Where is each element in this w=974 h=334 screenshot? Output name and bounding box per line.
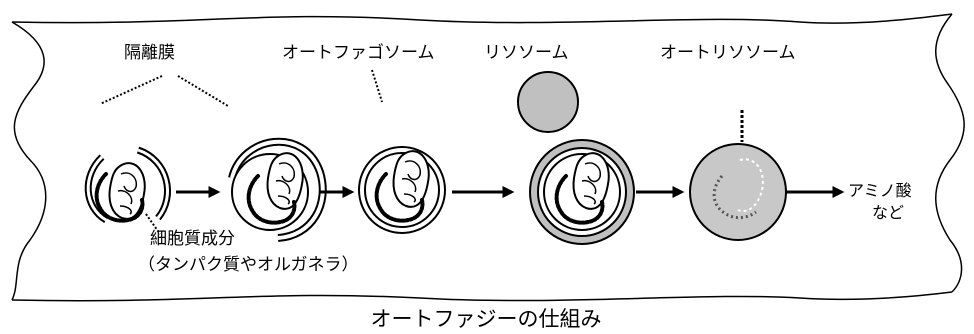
isolation-membrane-leader-2 (177, 75, 229, 107)
mitochondrion-3 (392, 150, 430, 208)
frame-top (11, 13, 953, 24)
stage3-autophagosome (358, 146, 446, 234)
frame-left (11, 21, 47, 301)
isolation-membrane-arc-2-inner (137, 148, 169, 219)
label-lysosome: リソソーム (484, 43, 569, 63)
mitochondrion-2 (266, 152, 304, 210)
isolation-membrane-leader-1 (99, 75, 163, 105)
mitochondrion-4 (572, 152, 610, 210)
autolysosome (689, 143, 787, 241)
membrane-arc-2-inner (230, 139, 325, 240)
frame-bottom (11, 291, 953, 302)
stage2-elongation (228, 137, 327, 242)
label-cytoplasm-line2: （タンパク質やオルガネラ） (138, 255, 359, 275)
label-isolation-membrane: 隔離膜 (124, 43, 175, 63)
caption: オートファジーの仕組み (371, 307, 602, 331)
stage1-cytoplasm (84, 146, 171, 224)
autophagosome-leader (371, 69, 383, 103)
stage5-autolysosome (689, 110, 787, 241)
stage4-fusion (517, 71, 635, 245)
isolation-membrane-arc-1-inner (86, 155, 107, 222)
label-cytoplasm-line1: 細胞質成分 (150, 229, 235, 249)
label-autolysosome: オートリソソーム (660, 43, 796, 63)
digesting-mitochondrion (737, 158, 764, 212)
label-autophagosome: オートファゴソーム (282, 42, 435, 63)
label-product-line2: など (872, 203, 904, 222)
lysosome (517, 71, 579, 133)
cytoplasm-leader (145, 213, 161, 235)
label-product-line1: アミノ酸 (848, 181, 912, 200)
frame-right (935, 13, 965, 293)
